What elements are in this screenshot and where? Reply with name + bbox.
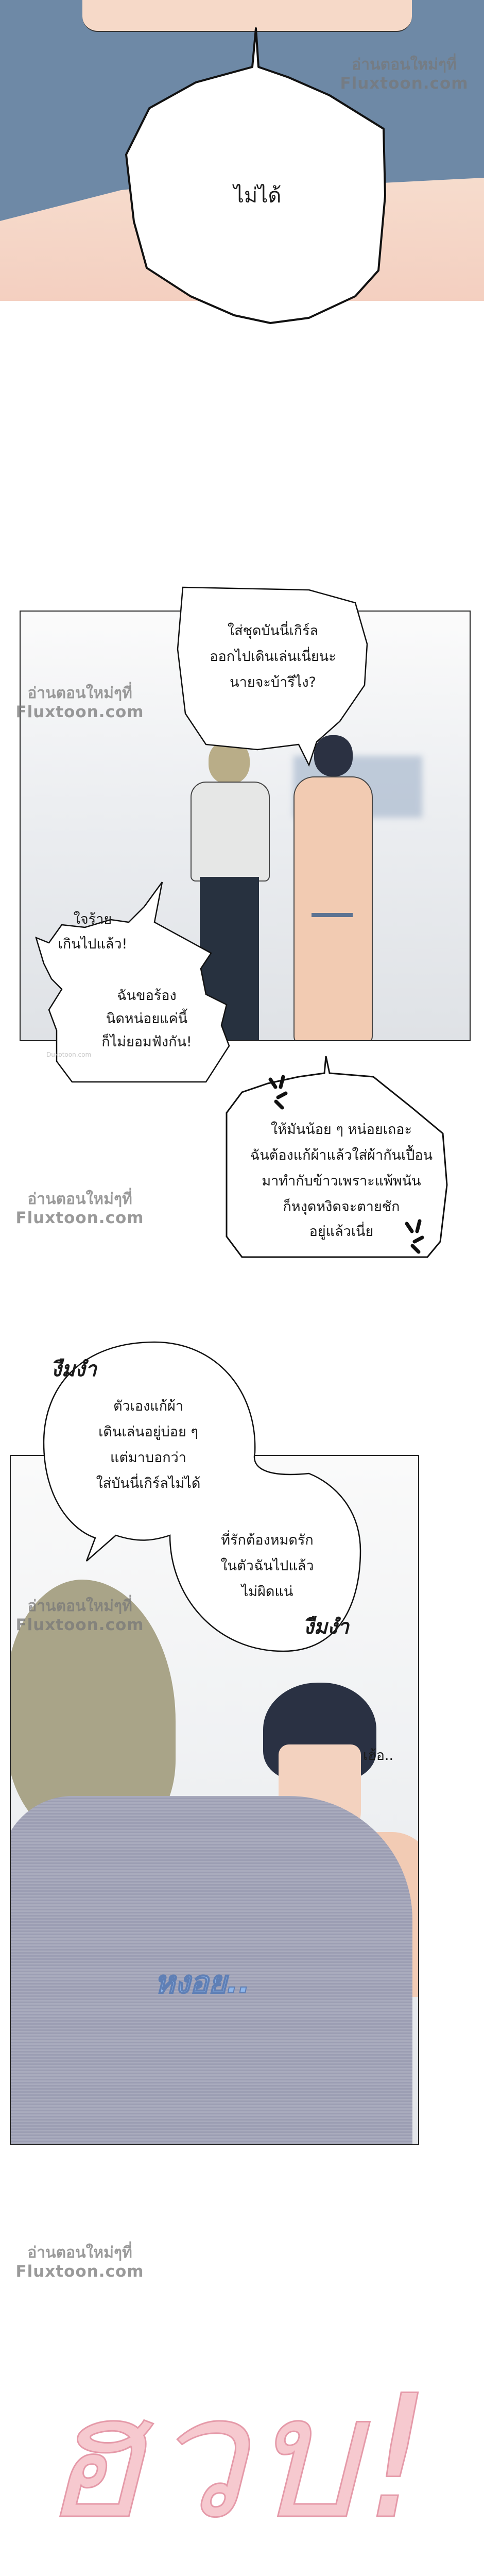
bubble-a-line-3: แต่มาบอกว่า <box>110 1450 186 1466</box>
bubble-left2-line-3: ก็ไม่ยอมฟังกัน! <box>101 1034 192 1050</box>
sfx-sulk: หงอย.. <box>154 1964 251 2001</box>
sigh-text: เฮ้อ.. <box>363 1748 394 1764</box>
angry-line-1: ให้มันน้อย ๆ หน่อยเถอะ <box>271 1122 412 1138</box>
panel1-bubble-text: ไม่ได้ <box>233 184 282 208</box>
bubble-panel1 <box>125 27 386 324</box>
watermark: อ่านตอนใหม่ๆที่ Fluxtoon.com <box>15 2244 144 2281</box>
bubble-cloud-panel3 <box>43 1341 361 1652</box>
skin-top <box>82 0 412 32</box>
panel-3 <box>10 1455 419 2145</box>
final-sfx: ฮวบ! <box>40 2358 437 2557</box>
watermark-small: Dukotoon.com <box>46 1051 92 1058</box>
bubble-a-line-4: ใส่บันนี่เกิร์ลไม่ได้ <box>96 1476 201 1492</box>
watermark: อ่านตอนใหม่ๆที่ Fluxtoon.com <box>340 56 469 93</box>
bubble-top-line-3: นายจะบ้ารึไง? <box>230 674 316 690</box>
bubble-a-line-2: เดินเล่นอยู่บ่อย ๆ <box>98 1424 198 1440</box>
angry-line-5: อยู่แล้วเนี่ย <box>309 1224 374 1240</box>
angry-line-4: ก็หงุดหงิดจะตายชัก <box>283 1199 400 1215</box>
bubble-left2-line-2: นิดหน่อยแค่นี้ <box>106 1011 188 1027</box>
bubbles-panel2 <box>35 586 368 1083</box>
bubble-b-line-3: ไม่ผิดแน่ <box>241 1584 293 1600</box>
bubble-left-line-2: เกินไปแล้ว! <box>58 936 128 952</box>
watermark: อ่านตอนใหม่ๆที่ Fluxtoon.com <box>15 1190 144 1227</box>
sfx-mumble-2: งืมงำ <box>304 1615 349 1639</box>
character-blond-back <box>11 1580 412 2144</box>
bubble-b-line-1: ที่รักต้องหมดรัก <box>221 1532 314 1548</box>
watermark: อ่านตอนใหม่ๆที่ Fluxtoon.com <box>15 684 144 721</box>
anger-mark-icon <box>268 1075 424 1254</box>
character-dark-hair-apron <box>286 735 378 1040</box>
angry-line-2: ฉันต้องแก้ผ้าแล้วใส่ผ้ากันเปื้อน <box>250 1147 433 1163</box>
bubble-left-line-1: ใจร้าย <box>73 911 112 927</box>
angry-bubble <box>226 1056 448 1258</box>
bubble-top-line-2: ออกไปเดินเล่นเนี่ยนะ <box>210 649 336 665</box>
watermark: อ่านตอนใหม่ๆที่ Fluxtoon.com <box>15 1597 144 1634</box>
bubble-left2-line-1: ฉันขอร้อง <box>117 988 177 1004</box>
bubble-top-line-1: ใส่ชุดบันนี่เกิร์ล <box>227 623 319 639</box>
sfx-mumble-1: งืมงำ <box>51 1358 97 1381</box>
bubble-b-line-2: ในตัวฉันไปแล้ว <box>220 1558 314 1574</box>
bubble-a-line-1: ตัวเองแก้ผ้า <box>113 1398 184 1414</box>
angry-line-3: มาทำกับข้าวเพราะแพ้พนัน <box>262 1173 421 1189</box>
